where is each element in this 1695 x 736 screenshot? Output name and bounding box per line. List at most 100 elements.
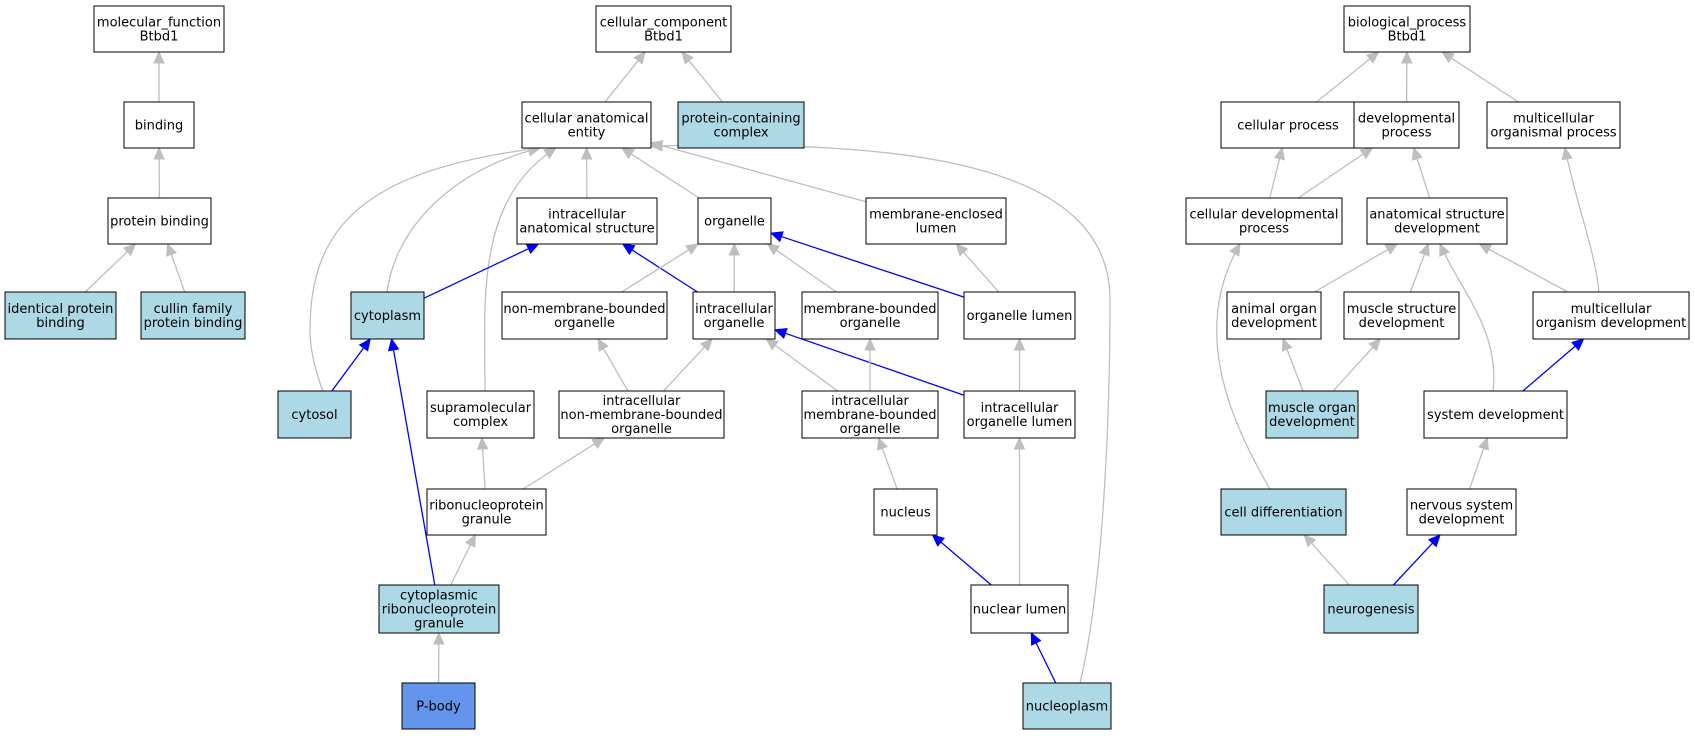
node-label-line: anatomical structure [1369, 208, 1504, 223]
node-box[interactable] [801, 390, 939, 439]
node-box[interactable] [350, 291, 425, 340]
go-term-node-celldiff[interactable]: cell differentiation [1220, 488, 1347, 536]
node-box[interactable] [1220, 488, 1347, 536]
edge-imbo-to-io [765, 338, 839, 392]
go-term-node-binding[interactable]: binding [123, 101, 195, 149]
node-box[interactable] [1532, 291, 1690, 340]
node-label-line: nuclear lumen [973, 603, 1066, 618]
go-term-node-cytoplasm[interactable]: cytoplasm [350, 291, 425, 340]
node-box[interactable] [378, 584, 500, 634]
edge-line [781, 235, 965, 298]
edge-line [1392, 542, 1434, 586]
node-box[interactable] [801, 291, 939, 340]
node-box[interactable] [516, 197, 658, 245]
node-box[interactable] [692, 291, 776, 340]
node-box[interactable] [1343, 291, 1460, 340]
node-box[interactable] [677, 101, 805, 149]
go-term-node-inmbo[interactable]: intracellularnon-membrane-boundedorganel… [558, 390, 725, 439]
node-box[interactable] [1353, 101, 1460, 149]
go-term-node-sysdev[interactable]: system development [1423, 390, 1568, 439]
node-box[interactable] [1022, 682, 1112, 730]
node-box[interactable] [107, 197, 212, 245]
node-box[interactable] [1220, 101, 1356, 149]
node-box[interactable] [1265, 390, 1359, 439]
node-label-line: development [1359, 316, 1445, 331]
node-box[interactable] [963, 291, 1076, 340]
node-box[interactable] [501, 291, 668, 340]
node-label-line: multicellular [1571, 302, 1652, 317]
node-box[interactable] [123, 101, 195, 149]
node-box[interactable] [558, 390, 725, 439]
go-term-node-cytosol[interactable]: cytosol [277, 390, 352, 439]
node-box[interactable] [865, 197, 1007, 245]
node-box[interactable] [697, 197, 772, 245]
edge-arrowhead [166, 242, 177, 257]
edge-organelle-to-cae [620, 147, 700, 199]
node-box[interactable] [1406, 488, 1517, 536]
node-label-line: non-membrane-bounded [503, 302, 665, 317]
node-box[interactable] [140, 291, 246, 340]
node-box[interactable] [1486, 101, 1621, 149]
node-box[interactable] [1423, 390, 1568, 439]
node-box[interactable] [1323, 584, 1419, 634]
node-box[interactable] [277, 390, 352, 439]
node-box[interactable] [401, 682, 476, 730]
node-box[interactable] [426, 390, 535, 439]
edge-line [963, 251, 1000, 293]
node-box[interactable] [1343, 5, 1471, 53]
go-term-node-cellproc[interactable]: cellular process [1220, 101, 1356, 149]
go-term-node-pbody[interactable]: P-body [401, 682, 476, 730]
go-term-node-protbind[interactable]: protein binding [107, 197, 212, 245]
go-term-node-nucleus[interactable]: nucleus [873, 488, 938, 536]
node-box[interactable] [873, 488, 938, 536]
go-term-node-organelle[interactable]: organelle [697, 197, 772, 245]
node-box[interactable] [1226, 291, 1322, 340]
node-box[interactable] [521, 101, 652, 149]
edge-arrowhead [1365, 51, 1380, 64]
node-label-line: non-membrane-bounded [560, 408, 722, 423]
node-label-line: complex [453, 415, 508, 430]
go-term-node-nuclum[interactable]: nuclear lumen [970, 584, 1069, 634]
go-term-node-nucleoplasm[interactable]: nucleoplasm [1022, 682, 1112, 730]
node-box[interactable] [970, 584, 1069, 634]
node-box[interactable] [963, 390, 1076, 439]
edge-nsd-to-sysdev [1468, 436, 1489, 490]
edge-smc-to-cae [483, 147, 558, 392]
node-box[interactable] [1366, 197, 1508, 245]
go-term-node-neurogenesis[interactable]: neurogenesis [1323, 584, 1419, 634]
node-box[interactable] [93, 5, 225, 53]
node-label-line: development [1394, 222, 1480, 237]
node-box[interactable] [595, 5, 732, 53]
edge-iol-to-ol [1013, 337, 1026, 391]
node-box[interactable] [1185, 197, 1343, 245]
go-term-node-ol[interactable]: organelle lumen [963, 291, 1076, 340]
node-box[interactable] [4, 291, 117, 340]
node-box[interactable] [426, 488, 547, 536]
